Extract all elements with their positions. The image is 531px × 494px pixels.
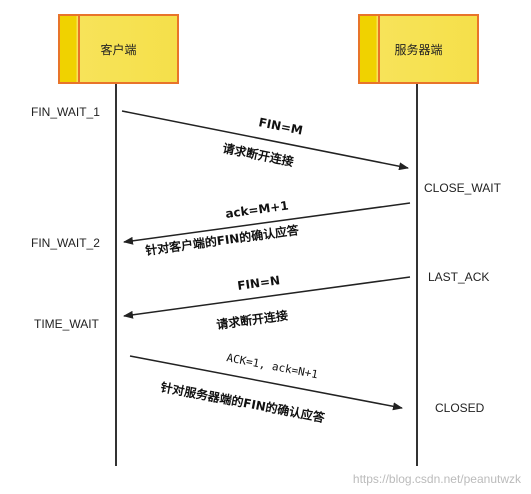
- client-box-divider: [78, 16, 80, 82]
- label-fin-n-desc: 请求断开连接: [215, 307, 288, 332]
- state-close-wait: CLOSE_WAIT: [424, 181, 501, 195]
- state-time-wait: TIME_WAIT: [34, 317, 99, 331]
- arrow-ack-n1: [129, 355, 403, 411]
- state-closed: CLOSED: [435, 401, 485, 415]
- label-ack-m1-desc: 针对客户端的FIN的确认应答: [144, 222, 300, 258]
- arrow-ack-m1: [123, 202, 411, 245]
- state-fin-wait-1: FIN_WAIT_1: [31, 105, 100, 119]
- server-label: 服务器端: [394, 42, 443, 57]
- label-fin-m-desc: 请求断开连接: [221, 140, 295, 169]
- server-box: 服务器端: [358, 14, 479, 84]
- client-lifeline: [115, 84, 117, 466]
- server-lifeline: [416, 84, 418, 466]
- client-label: 客户端: [100, 42, 137, 57]
- arrow-fin-n: [123, 276, 411, 319]
- label-fin-n: FIN=N: [237, 273, 281, 293]
- arrow-fin-m: [121, 110, 409, 171]
- watermark: https://blog.csdn.net/peanutwzk: [352, 472, 521, 486]
- label-ack-m1: ack=M+1: [225, 198, 290, 221]
- server-box-divider: [378, 16, 380, 82]
- client-box: 客户端: [58, 14, 179, 84]
- state-fin-wait-2: FIN_WAIT_2: [31, 236, 100, 250]
- label-ack-n1-desc: 针对服务器端的FIN的确认应答: [159, 379, 327, 425]
- state-last-ack: LAST_ACK: [428, 270, 490, 284]
- label-fin-m: FIN=M: [257, 115, 304, 137]
